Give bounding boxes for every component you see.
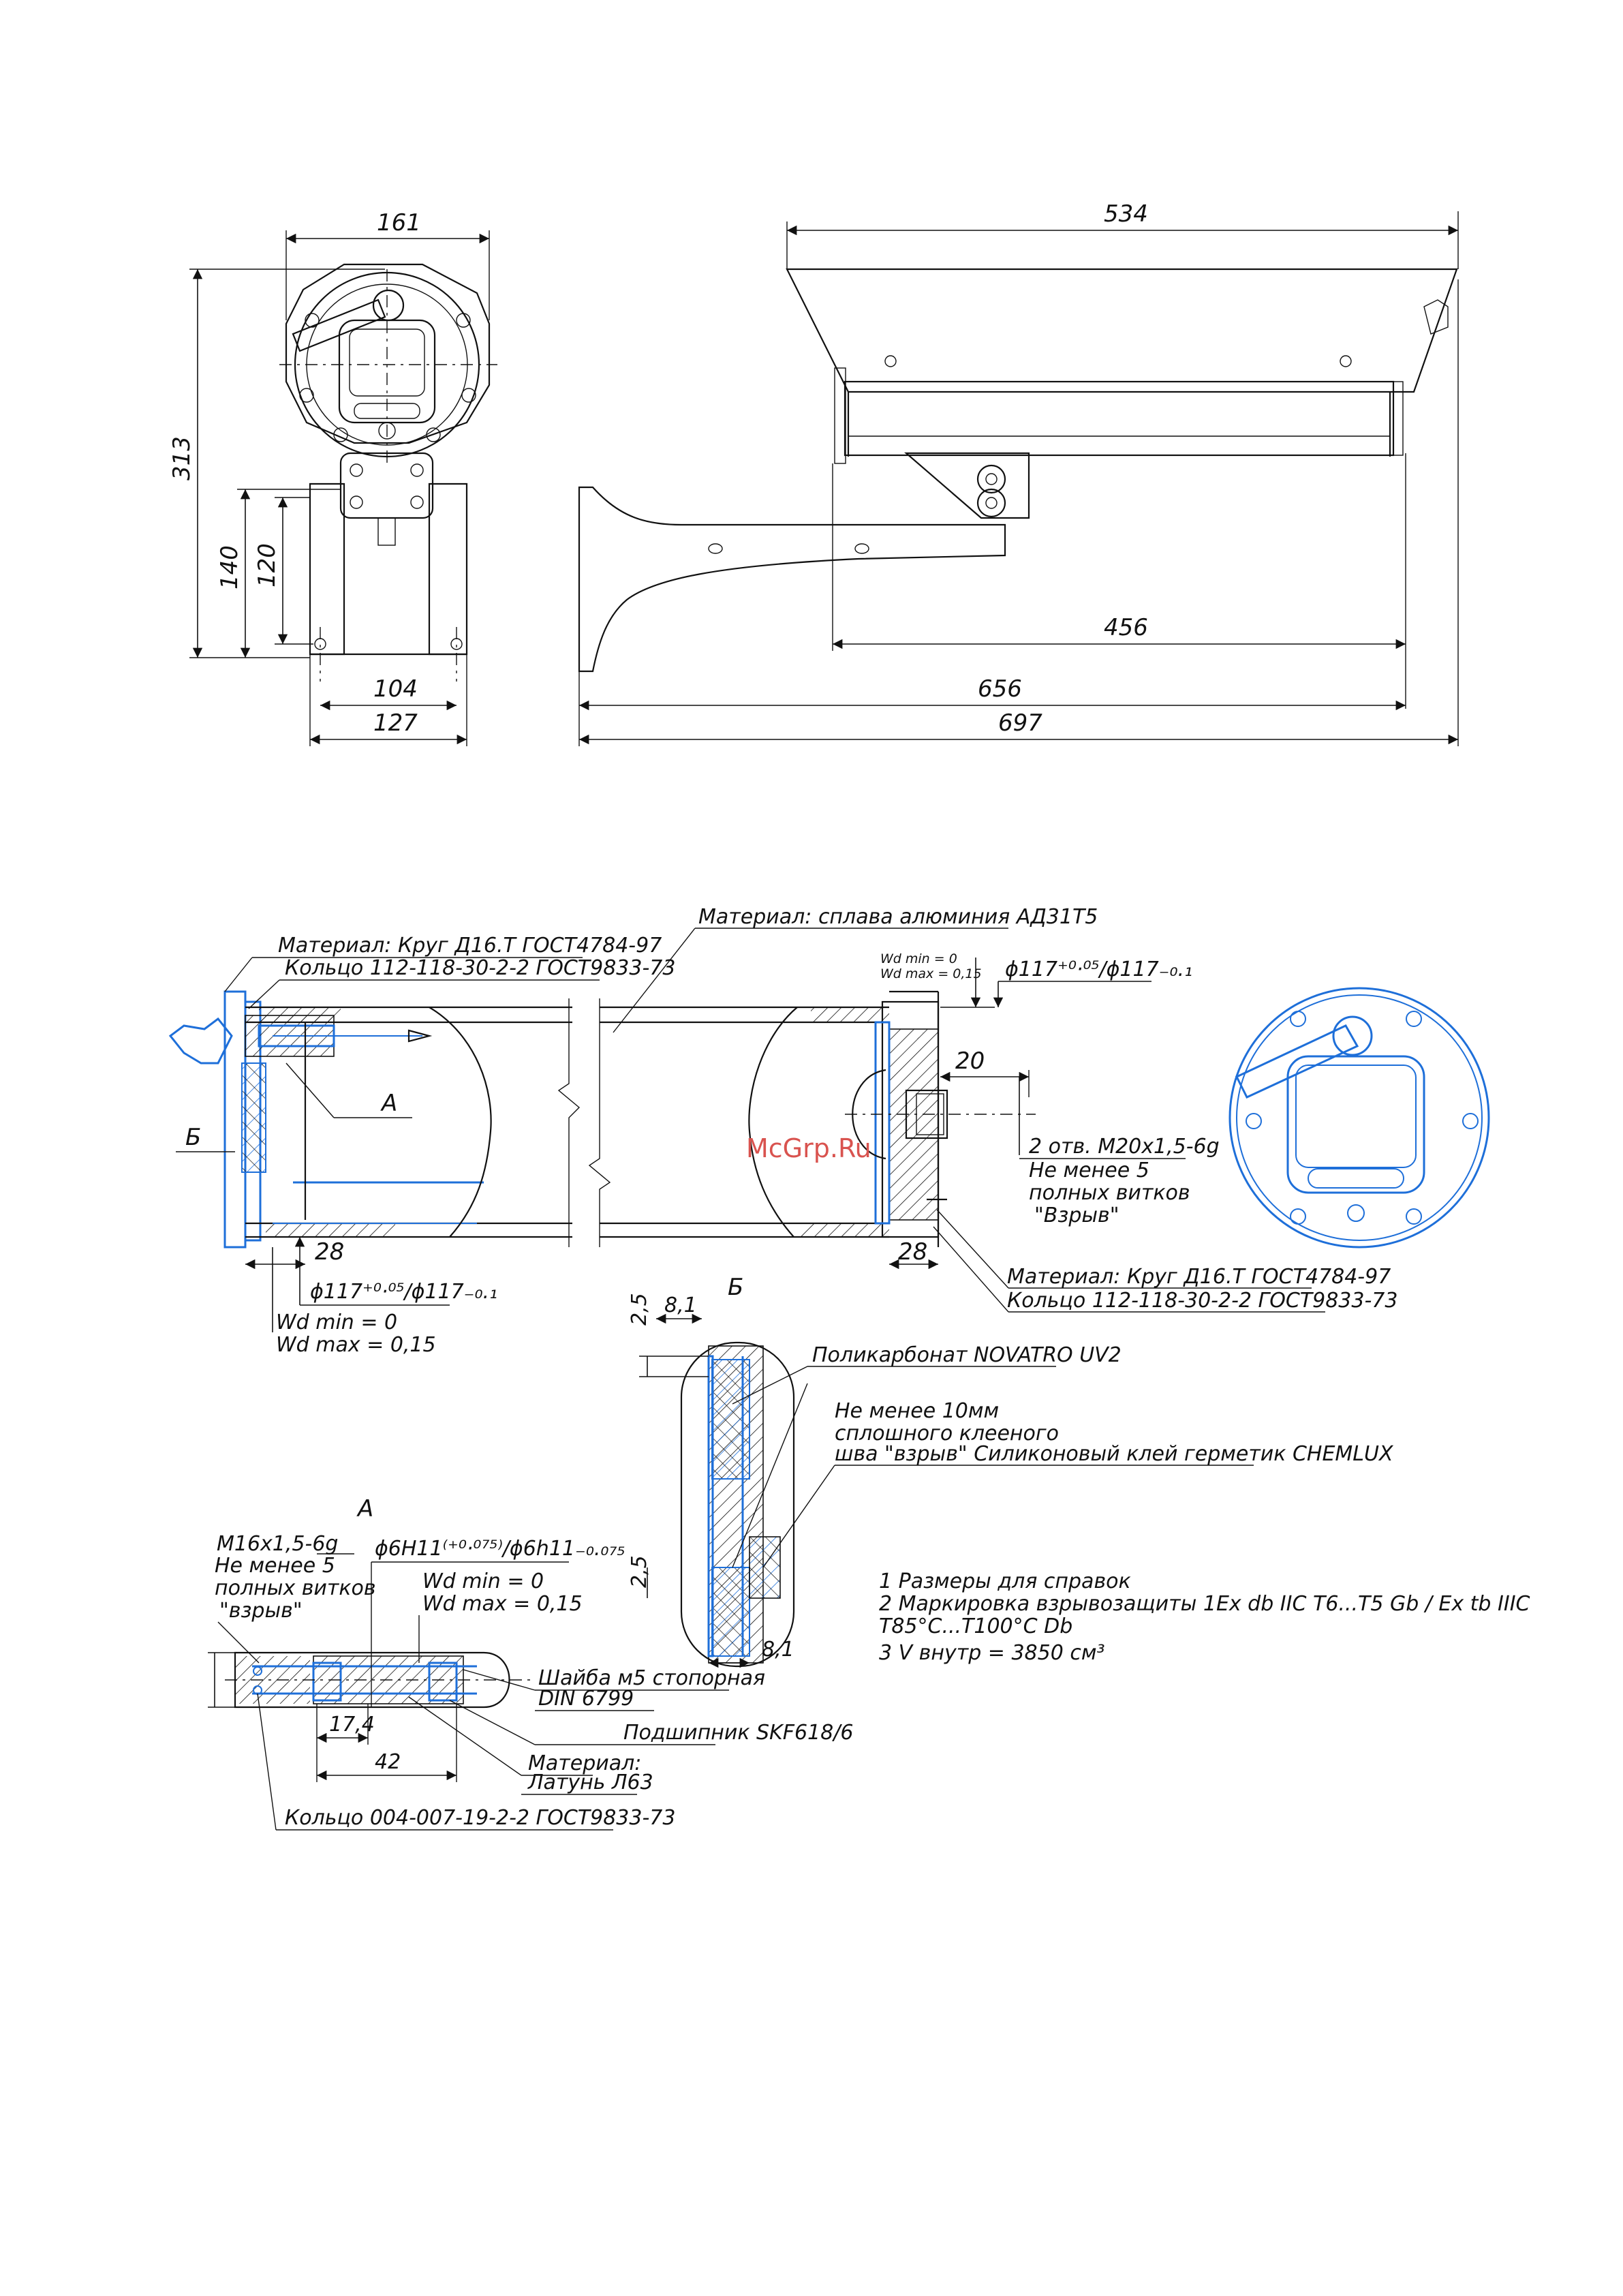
dim-456: 456 (1104, 614, 1148, 641)
dim-28-left: 28 (315, 1238, 344, 1266)
fit-top: ϕ117⁺⁰·⁰⁵/ϕ117₋₀.₁ (1005, 958, 1192, 981)
min5-b: полных витков (1029, 1181, 1190, 1205)
seam-line-3: шва "взрыв" Силиконовый клей герметик CH… (835, 1442, 1394, 1466)
detail-b-25-top: 2,5 (628, 1293, 651, 1326)
fit-bottom: ϕ117⁺⁰·⁰⁵/ϕ117₋₀.₁ (310, 1280, 497, 1304)
material-right-label: Материал: Круг Д16.Т ГОСТ4784-97 (1007, 1265, 1391, 1289)
wiper-arm-icon (1235, 1024, 1359, 1099)
section-labels: Материал: Круг Д16.Т ГОСТ4784-97 Кольцо … (176, 905, 1397, 1357)
front-circle-view (1228, 987, 1490, 1249)
dim-656: 656 (978, 675, 1022, 703)
bolt-icon (1246, 1011, 1479, 1225)
dim-120: 120 (253, 543, 281, 587)
label-a: А (380, 1090, 397, 1117)
din-label: DIN 6799 (538, 1687, 634, 1711)
watermark: McGrp.Ru (746, 1133, 871, 1163)
ring-right-label: Кольцо 112-118-30-2-2 ГОСТ9833-73 (1007, 1289, 1397, 1313)
material-body-label: Материал: сплава алюминия АД31Т5 (698, 905, 1098, 929)
dim-140: 140 (216, 545, 243, 590)
washer-label: Шайба м5 стопорная (538, 1666, 765, 1690)
dim-20: 20 (955, 1047, 985, 1075)
ring-a-label: Кольцо 004-007-19-2-2 ГОСТ9833-73 (285, 1806, 675, 1830)
label-b: Б (185, 1124, 201, 1151)
dim-28-right: 28 (898, 1238, 927, 1266)
min5-a: Не менее 5 (1029, 1159, 1149, 1182)
dim-174: 17,4 (329, 1713, 375, 1736)
a-min5-a: Не менее 5 (215, 1554, 335, 1578)
detail-b: Б 2,5 8,1 2,5 8,1 Поликарбонат NOVATRO U… (628, 1274, 1394, 1668)
a-wd-max: Wd max = 0,15 (422, 1592, 583, 1616)
notes: 1 Размеры для справок 2 Маркировка взрыв… (879, 1570, 1530, 1665)
min5-c: "Взрыв" (1034, 1204, 1119, 1227)
dim-313: 313 (168, 436, 196, 480)
detail-a-title: А (356, 1495, 373, 1522)
housing-body (844, 380, 1395, 457)
a-min5-c: "взрыв" (219, 1599, 303, 1623)
note-1: 1 Размеры для справок (879, 1570, 1131, 1593)
mat-value: Латунь Л63 (527, 1771, 653, 1794)
a-wd-min: Wd min = 0 (422, 1570, 544, 1593)
dim-42: 42 (375, 1750, 401, 1774)
wd-max-bottom: Wd max = 0,15 (276, 1333, 436, 1357)
section-view (168, 990, 1036, 1249)
seam-line-1: Не менее 10мм (835, 1399, 999, 1423)
wd-min-top: Wd min = 0 (880, 951, 957, 966)
dim-127: 127 (373, 709, 418, 737)
side-view (578, 268, 1458, 673)
wiper-arm (292, 299, 386, 352)
dim-161: 161 (377, 209, 421, 236)
dim-697: 697 (998, 709, 1042, 737)
side-bracket (578, 486, 1006, 673)
a-fit: ϕ6H11⁽⁺⁰·⁰⁷⁵⁾/ϕ6h11₋₀.₀₇₅ (375, 1537, 625, 1561)
detail-b-title: Б (728, 1274, 743, 1301)
note-3: 3 V внутр = 3850 см³ (879, 1641, 1105, 1665)
detail-b-25-bottom: 2,5 (628, 1555, 651, 1588)
ring-left-label: Кольцо 112-118-30-2-2 ГОСТ9833-73 (285, 956, 675, 980)
bearing-label: Подшипник SKF618/6 (623, 1721, 853, 1745)
front-housing-outline (285, 263, 491, 444)
holes-label: 2 отв. М20х1,5-6g (1029, 1135, 1220, 1159)
cable-gland-icon (168, 1017, 233, 1065)
dim-104: 104 (373, 675, 418, 703)
wd-min-bottom: Wd min = 0 (276, 1311, 397, 1334)
note-2b: T85°C...T100°C Db (879, 1614, 1072, 1638)
bolt-icon (299, 313, 476, 442)
detail-b-81-top: 8,1 (664, 1294, 697, 1317)
sun-shield (786, 268, 1458, 393)
polycarb-label: Поликарбонат NOVATRO UV2 (812, 1343, 1122, 1367)
front-view (279, 263, 497, 682)
detail-a: А 17,4 42 М16х1,5-6g Не менее 5 полных в… (208, 1495, 853, 1831)
detail-b-81-bottom: 8,1 (762, 1638, 794, 1662)
material-left-label: Материал: Круг Д16.Т ГОСТ4784-97 (278, 934, 662, 958)
seam-line-2: сплошного клееного (835, 1422, 1059, 1445)
wd-max-top: Wd max = 0,15 (880, 966, 982, 981)
front-dimensions: 161 313 140 120 104 127 (168, 209, 490, 746)
a-min5-b: полных витков (215, 1576, 376, 1600)
dim-534: 534 (1104, 200, 1148, 228)
thread-label: М16х1,5-6g (217, 1532, 338, 1556)
mat-label: Материал: (528, 1751, 641, 1775)
note-2: 2 Маркировка взрывозащиты 1Ex db IIC T6.… (879, 1592, 1530, 1616)
side-dimensions: 534 456 656 697 (578, 200, 1459, 746)
